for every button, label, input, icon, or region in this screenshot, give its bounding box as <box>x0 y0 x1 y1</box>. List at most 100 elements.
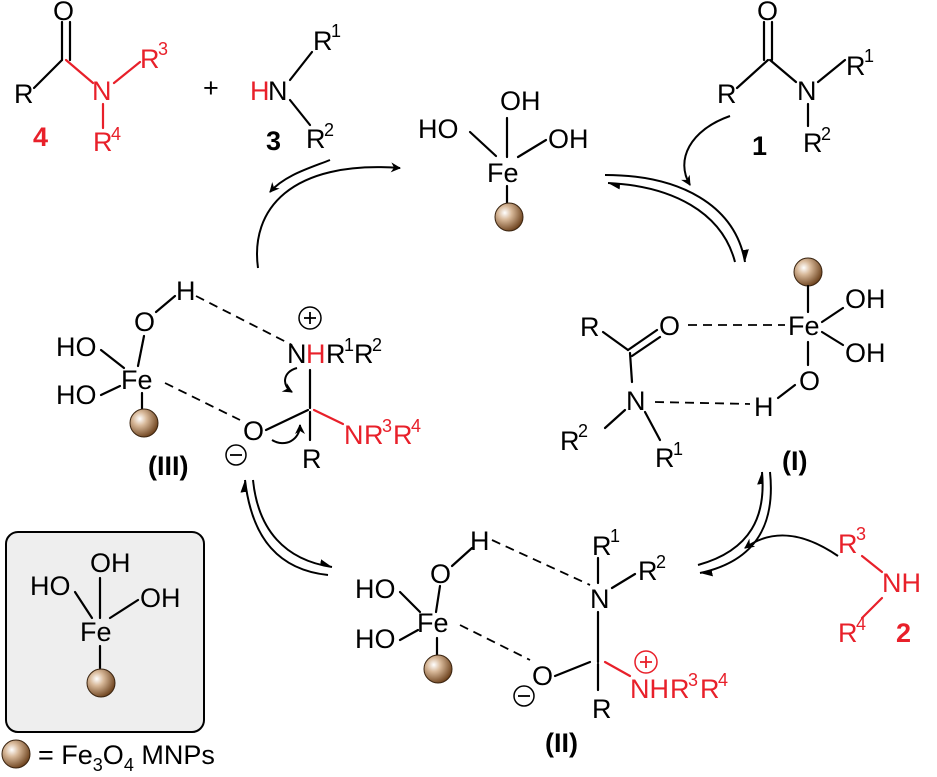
svg-text:HO: HO <box>418 114 459 144</box>
svg-text:R: R <box>313 26 333 56</box>
svg-text:(III): (III) <box>148 451 189 481</box>
svg-text:(II): (II) <box>545 728 578 758</box>
svg-text:3: 3 <box>856 524 866 544</box>
svg-text:4: 4 <box>856 614 866 634</box>
product-4-amide: R O N R 3 R 4 4 <box>14 0 168 157</box>
svg-text:O: O <box>757 0 778 26</box>
svg-text:OH: OH <box>845 338 886 368</box>
svg-text:R: R <box>302 444 322 474</box>
amine-2: R 3 NH R 4 2 <box>838 524 921 648</box>
svg-text:OH: OH <box>140 583 181 613</box>
svg-text:(I): (I) <box>782 446 807 476</box>
arrow-release-products <box>269 159 331 193</box>
fe-oh3-catalyst-top: HO OH OH Fe <box>418 86 589 232</box>
intermediate-III: HO HO Fe O H O N H R 1 R 2 R N R 3 R <box>56 276 421 481</box>
svg-text:R: R <box>717 79 737 109</box>
legend-eq: = Fe <box>38 740 93 770</box>
svg-text:2: 2 <box>324 120 334 140</box>
svg-text:3: 3 <box>688 670 698 690</box>
svg-text:N: N <box>797 76 817 106</box>
legend: HO OH OH Fe = Fe3O4 MNPs <box>1 531 215 775</box>
svg-text:3: 3 <box>382 416 392 436</box>
intermediate-I: Fe OH OH O H R O N R 2 R 1 (I) <box>560 257 886 476</box>
arrow-to-catalyst <box>256 162 401 269</box>
svg-text:R: R <box>846 51 866 81</box>
svg-text:N: N <box>590 584 610 614</box>
svg-text:H: H <box>176 276 196 306</box>
svg-text:R: R <box>700 674 720 704</box>
svg-text:HO: HO <box>30 571 71 601</box>
svg-text:OH: OH <box>845 284 886 314</box>
intermediate-II: HO HO Fe O H O N R 1 R 2 R NH R 3 R 4 <box>355 526 728 758</box>
svg-text:HO: HO <box>355 574 396 604</box>
svg-text:R: R <box>326 339 346 369</box>
arrow-eq-forward-3 <box>240 479 329 576</box>
svg-text:O: O <box>532 661 553 691</box>
legend-sub3: 3 <box>93 755 103 775</box>
svg-text:Fe: Fe <box>487 158 519 188</box>
svg-text:O: O <box>243 416 264 446</box>
svg-text:2: 2 <box>372 335 382 355</box>
svg-text:OH: OH <box>548 124 589 154</box>
svg-text:1: 1 <box>752 131 767 161</box>
svg-text:O: O <box>53 0 74 26</box>
arrow-eq-back-2 <box>697 471 764 566</box>
arrow-eq-back-3 <box>252 479 333 568</box>
svg-text:1: 1 <box>610 526 620 546</box>
svg-text:R: R <box>838 529 858 559</box>
svg-text:O: O <box>134 307 155 337</box>
svg-text:R: R <box>670 674 690 704</box>
svg-text:H: H <box>250 76 270 106</box>
svg-text:2: 2 <box>656 552 666 572</box>
svg-text:N: N <box>92 76 112 106</box>
svg-text:R: R <box>364 420 384 450</box>
svg-text:HO: HO <box>56 332 97 362</box>
svg-text:1: 1 <box>344 335 354 355</box>
svg-text:R: R <box>838 618 858 648</box>
svg-text:HO: HO <box>56 380 97 410</box>
arrow-amine-2-in <box>744 534 839 557</box>
legend-sub4: 4 <box>124 755 134 775</box>
svg-text:R: R <box>655 443 675 473</box>
svg-text:2: 2 <box>896 618 911 648</box>
svg-text:R: R <box>140 44 160 74</box>
svg-text:Fe: Fe <box>80 617 112 647</box>
svg-text:H: H <box>470 526 490 556</box>
svg-text:HO: HO <box>355 624 396 654</box>
legend-o: O <box>103 740 124 770</box>
svg-text:O: O <box>430 559 451 589</box>
svg-text:R: R <box>354 339 374 369</box>
svg-text:N: N <box>344 420 364 450</box>
arrow-substrate-1-in <box>681 115 731 186</box>
svg-text:4: 4 <box>33 122 48 152</box>
svg-text:Fe: Fe <box>121 365 153 395</box>
svg-text:Fe: Fe <box>788 311 820 341</box>
svg-text:2: 2 <box>578 421 588 441</box>
svg-text:R: R <box>803 128 823 158</box>
svg-text:H: H <box>754 392 774 422</box>
svg-text:4: 4 <box>411 416 421 436</box>
svg-text:R: R <box>93 127 113 157</box>
svg-text:4: 4 <box>718 670 728 690</box>
svg-text:H: H <box>306 339 326 369</box>
svg-text:R: R <box>306 124 326 154</box>
svg-text:= Fe3O4 MNPs: = Fe3O4 MNPs <box>38 740 215 775</box>
svg-text:1: 1 <box>331 21 341 41</box>
svg-text:R: R <box>560 426 580 456</box>
svg-text:1: 1 <box>673 439 683 459</box>
svg-text:3: 3 <box>266 126 281 156</box>
svg-text:NH: NH <box>882 568 921 598</box>
arrow-eq-back-1 <box>607 182 736 263</box>
amine-3: H N R 1 R 2 3 <box>250 21 341 156</box>
svg-text:NH: NH <box>630 674 669 704</box>
svg-text:N: N <box>626 386 646 416</box>
svg-text:2: 2 <box>821 124 831 144</box>
svg-text:O: O <box>659 311 680 341</box>
legend-mnp: MNPs <box>134 740 215 770</box>
plus-sign: + <box>203 73 219 103</box>
svg-text:O: O <box>799 366 820 396</box>
arrow-eq-forward-1 <box>604 174 749 263</box>
svg-text:R: R <box>592 531 612 561</box>
